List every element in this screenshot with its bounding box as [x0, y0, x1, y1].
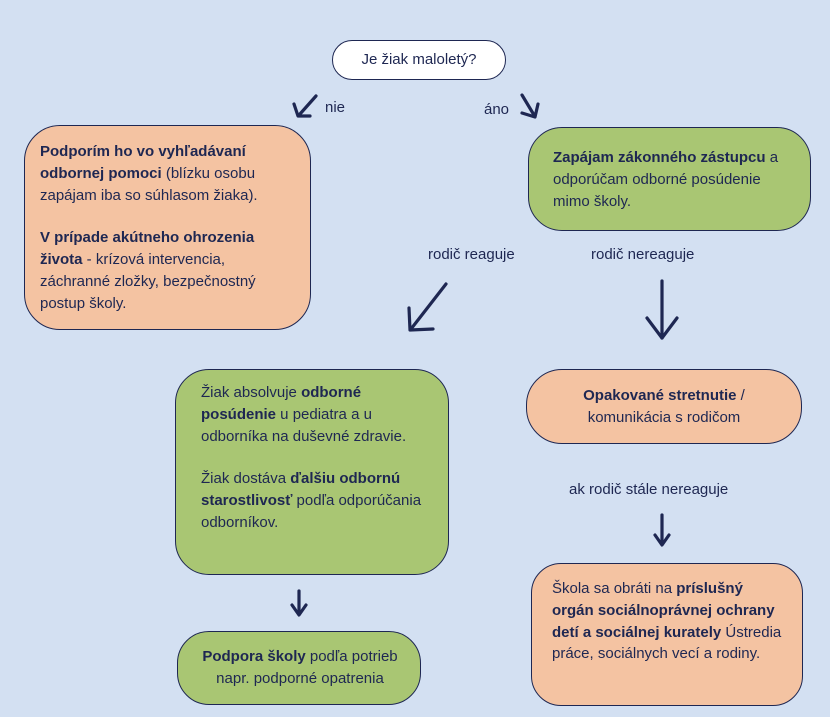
authority-text: Škola sa obráti na príslušný orgán sociá… — [552, 578, 788, 665]
arrow-parent-reacts — [407, 282, 448, 332]
edge-label-parent-not-react: rodič nereaguje — [591, 246, 695, 263]
edge-label-still-not-react: ak rodič stále nereaguje — [569, 481, 729, 498]
arrow-still-not-react — [653, 513, 671, 547]
assessment-p1-bold: odborné posúdenie — [201, 384, 362, 423]
arrow-yes — [520, 93, 540, 119]
assessment-p1-b: u pediatra a u odborníka na duševné zdra… — [201, 405, 407, 445]
guardian-box: Zapájam zákonného zástupcu a odporúčam o… — [528, 127, 811, 231]
edge-label-no: nie — [325, 99, 346, 116]
help-p1-rest: (blízku osobu zapájam iba so súhlasom ži… — [40, 164, 258, 204]
assessment-paragraph-2: Žiak dostáva ďalšiu odbornú starostlivos… — [201, 468, 432, 533]
arrow-parent-not-react — [645, 279, 679, 340]
repeat-meeting-text: Opakované stretnutie / komunikácia s rod… — [553, 385, 775, 429]
repeat-meeting-box: Opakované stretnutie / komunikácia s rod… — [526, 369, 802, 444]
assessment-p2-a: Žiak dostáva — [201, 470, 291, 488]
authority-b: Ústredia práce, sociálnych vecí a rodiny… — [552, 623, 782, 663]
guardian-rest: a odporúčam odborné posúdenie mimo školy… — [553, 149, 779, 210]
guardian-bold: Zapájam zákonného zástupcu — [553, 149, 766, 166]
edge-label-yes: áno — [484, 101, 510, 118]
school-support-box: Podpora školy podľa potrieb napr. podpor… — [177, 631, 421, 705]
school-support-rest: podľa potrieb napr. podporné opatrenia — [216, 648, 398, 687]
edge-label-parent-reacts: rodič reaguje — [428, 246, 515, 263]
assessment-box: Žiak absolvuje odborné posúdenie u pedia… — [175, 369, 449, 575]
assessment-paragraph-1: Žiak absolvuje odborné posúdenie u pedia… — [201, 382, 432, 447]
start-question-box: Je žiak maloletý? — [332, 40, 506, 80]
help-p1-bold: Podporím ho vo vyhľadávaní odbornej pomo… — [40, 143, 246, 182]
arrow-to-school-support — [290, 589, 308, 617]
school-support-text: Podpora školy podľa potrieb napr. podpor… — [196, 646, 404, 690]
arrow-no — [292, 94, 318, 118]
help-p2-bold: V prípade akútneho ohrozenia života — [40, 229, 255, 268]
school-support-bold: Podpora školy — [202, 648, 306, 665]
help-box: Podporím ho vo vyhľadávaní odbornej pomo… — [24, 125, 311, 330]
help-paragraph-2: V prípade akútneho ohrozenia života - kr… — [40, 227, 292, 314]
authority-box: Škola sa obráti na príslušný orgán sociá… — [531, 563, 803, 706]
assessment-p1-a: Žiak absolvuje — [201, 384, 302, 401]
assessment-p2-bold: ďalšiu odbornú starostlivosť — [201, 470, 401, 509]
assessment-p2-b: podľa odporúčania odborníkov. — [201, 492, 422, 531]
authority-bold: príslušný orgán sociálnoprávnej ochrany … — [552, 580, 775, 641]
help-paragraph-1: Podporím ho vo vyhľadávaní odbornej pomo… — [40, 141, 292, 206]
repeat-meeting-bold: Opakované stretnutie — [583, 386, 737, 404]
help-p2-rest: - krízová intervencia, záchranné zložky,… — [40, 251, 256, 312]
repeat-meeting-rest: / komunikácia s rodičom — [587, 386, 745, 426]
authority-a: Škola sa obráti na — [552, 580, 677, 597]
guardian-text: Zapájam zákonného zástupcu a odporúčam o… — [553, 147, 792, 212]
start-question-text: Je žiak maloletý? — [361, 51, 477, 69]
